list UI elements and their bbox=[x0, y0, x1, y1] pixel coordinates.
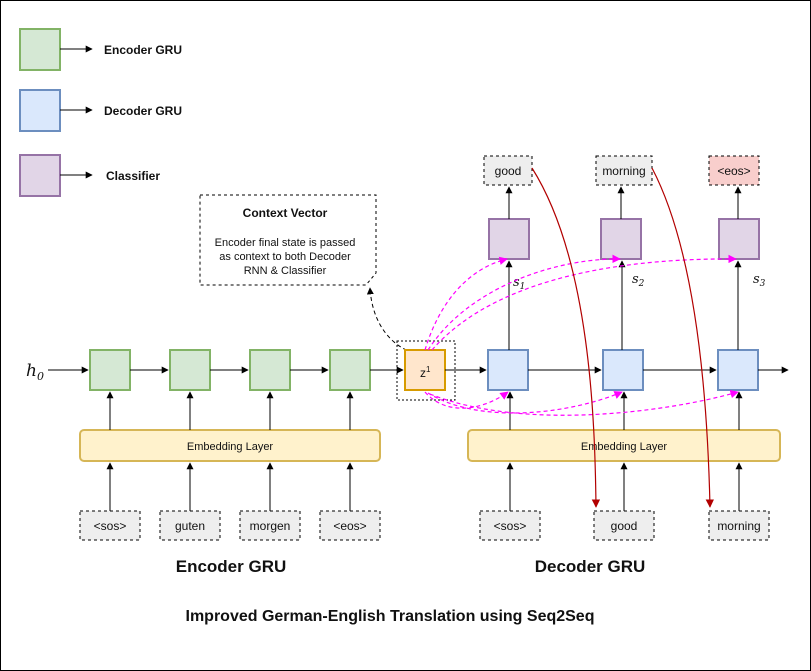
decoder-section-label: Decoder GRU bbox=[535, 557, 646, 576]
legend-decoder-label: Decoder GRU bbox=[104, 104, 182, 118]
encoder-input-text: <eos> bbox=[333, 519, 366, 533]
decoder-output-token bbox=[595, 155, 653, 186]
encoder-input-text: <sos> bbox=[94, 519, 127, 533]
decoder-input-token bbox=[708, 510, 770, 541]
context-vector-note bbox=[199, 194, 377, 286]
decoder-embedding-label: Embedding Layer bbox=[581, 441, 668, 453]
context-note-line-3: RNN & Classifier bbox=[244, 265, 327, 277]
classifier-cell bbox=[718, 218, 760, 260]
feedback-arrow-morning bbox=[651, 167, 715, 508]
decoder-gru-cell bbox=[487, 349, 529, 391]
decoder-output-token-eos bbox=[708, 155, 760, 186]
state-label-3: s3 bbox=[753, 272, 766, 289]
encoder-input-token bbox=[239, 510, 301, 541]
legend-encoder-swatch bbox=[19, 28, 61, 71]
context-note-line-1: Encoder final state is passed bbox=[215, 237, 356, 249]
encoder-input-text: guten bbox=[175, 519, 205, 533]
decoder-input-text: good bbox=[611, 519, 638, 533]
encoder-input-token bbox=[79, 510, 141, 541]
decoder-output-text: morning bbox=[602, 164, 645, 178]
state-label-1: s1 bbox=[513, 275, 525, 292]
encoder-embedding-layer bbox=[79, 429, 381, 462]
classifier-cell bbox=[600, 218, 642, 260]
feedback-arrow-good bbox=[531, 167, 601, 508]
encoder-gru-cell bbox=[89, 349, 131, 391]
diagram-caption: Improved German-English Translation usin… bbox=[186, 608, 595, 625]
encoder-embedding-label: Embedding Layer bbox=[187, 441, 274, 453]
legend-decoder-swatch bbox=[19, 89, 61, 132]
legend-classifier-label: Classifier bbox=[106, 169, 160, 183]
encoder-gru-cell bbox=[169, 349, 211, 391]
decoder-gru-cell bbox=[717, 349, 759, 391]
state-label-2: s2 bbox=[632, 272, 645, 289]
classifier-cell bbox=[488, 218, 530, 260]
decoder-output-token bbox=[483, 155, 533, 186]
decoder-input-text: <sos> bbox=[494, 519, 527, 533]
encoder-section-label: Encoder GRU bbox=[176, 557, 287, 576]
decoder-gru-cell bbox=[602, 349, 644, 391]
legend-encoder-label: Encoder GRU bbox=[104, 43, 182, 57]
encoder-gru-cell bbox=[249, 349, 291, 391]
context-to-decoder-arrows bbox=[424, 390, 739, 416]
decoder-input-text: morning bbox=[717, 519, 760, 533]
h0-label: h0 bbox=[26, 361, 44, 383]
context-node-frame bbox=[396, 340, 456, 401]
decoder-output-text: good bbox=[495, 164, 522, 178]
encoder-gru-cell bbox=[329, 349, 371, 391]
encoder-input-text: morgen bbox=[250, 519, 291, 533]
context-node-label: z1 bbox=[420, 365, 431, 380]
decoder-output-text: <eos> bbox=[717, 164, 750, 178]
context-note-title: Context Vector bbox=[243, 206, 328, 220]
decoder-input-token bbox=[593, 510, 655, 541]
legend-classifier-swatch bbox=[19, 154, 61, 197]
context-note-line-2: as context to both Decoder bbox=[219, 251, 351, 263]
